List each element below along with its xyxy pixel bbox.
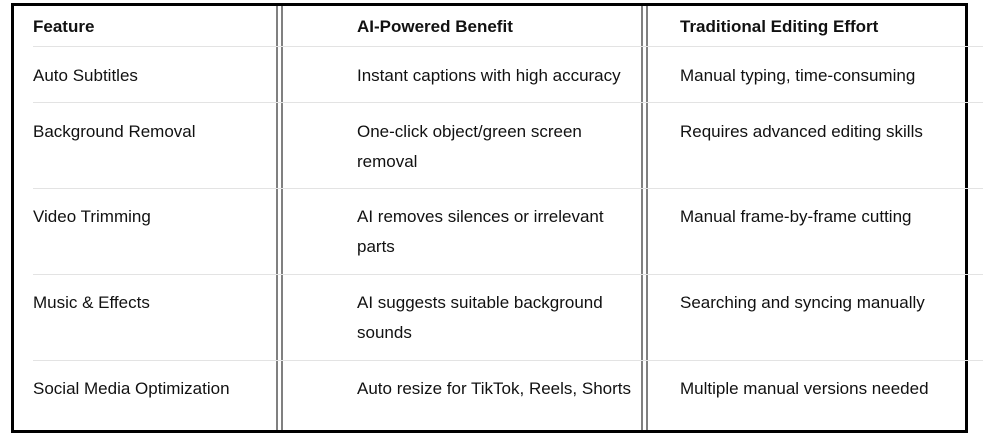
column-divider <box>641 6 648 430</box>
header-traditional-effort: Traditional Editing Effort <box>680 17 879 36</box>
cell-feature: Video Trimming <box>33 207 151 226</box>
cell-ai-benefit: Auto resize for TikTok, Reels, Shorts <box>357 379 631 398</box>
cell-ai-benefit: Instant captions with high accuracy <box>357 66 621 85</box>
row-divider <box>33 360 983 361</box>
cell-traditional-effort: Searching and syncing manually <box>680 293 925 312</box>
cell-traditional-effort: Multiple manual versions needed <box>680 379 929 398</box>
row-divider <box>33 274 983 275</box>
header-feature: Feature <box>33 17 95 36</box>
header-ai-benefit: AI-Powered Benefit <box>357 17 513 36</box>
cell-traditional-effort: Manual frame-by-frame cutting <box>680 207 912 226</box>
row-divider <box>33 46 983 47</box>
cell-traditional-effort: Requires advanced editing skills <box>680 122 923 141</box>
cell-feature: Background Removal <box>33 122 196 141</box>
cell-ai-benefit: AI removes silences or irrelevant parts <box>357 207 604 256</box>
column-divider <box>276 6 283 430</box>
cell-traditional-effort: Manual typing, time-consuming <box>680 66 916 85</box>
row-divider <box>33 188 983 189</box>
row-divider <box>33 102 983 103</box>
cell-feature: Social Media Optimization <box>33 379 230 398</box>
cell-ai-benefit: One-click object/green screen removal <box>357 122 582 171</box>
cell-feature: Auto Subtitles <box>33 66 138 85</box>
cell-ai-benefit: AI suggests suitable background sounds <box>357 293 603 342</box>
table-frame <box>11 3 968 433</box>
cell-feature: Music & Effects <box>33 293 150 312</box>
